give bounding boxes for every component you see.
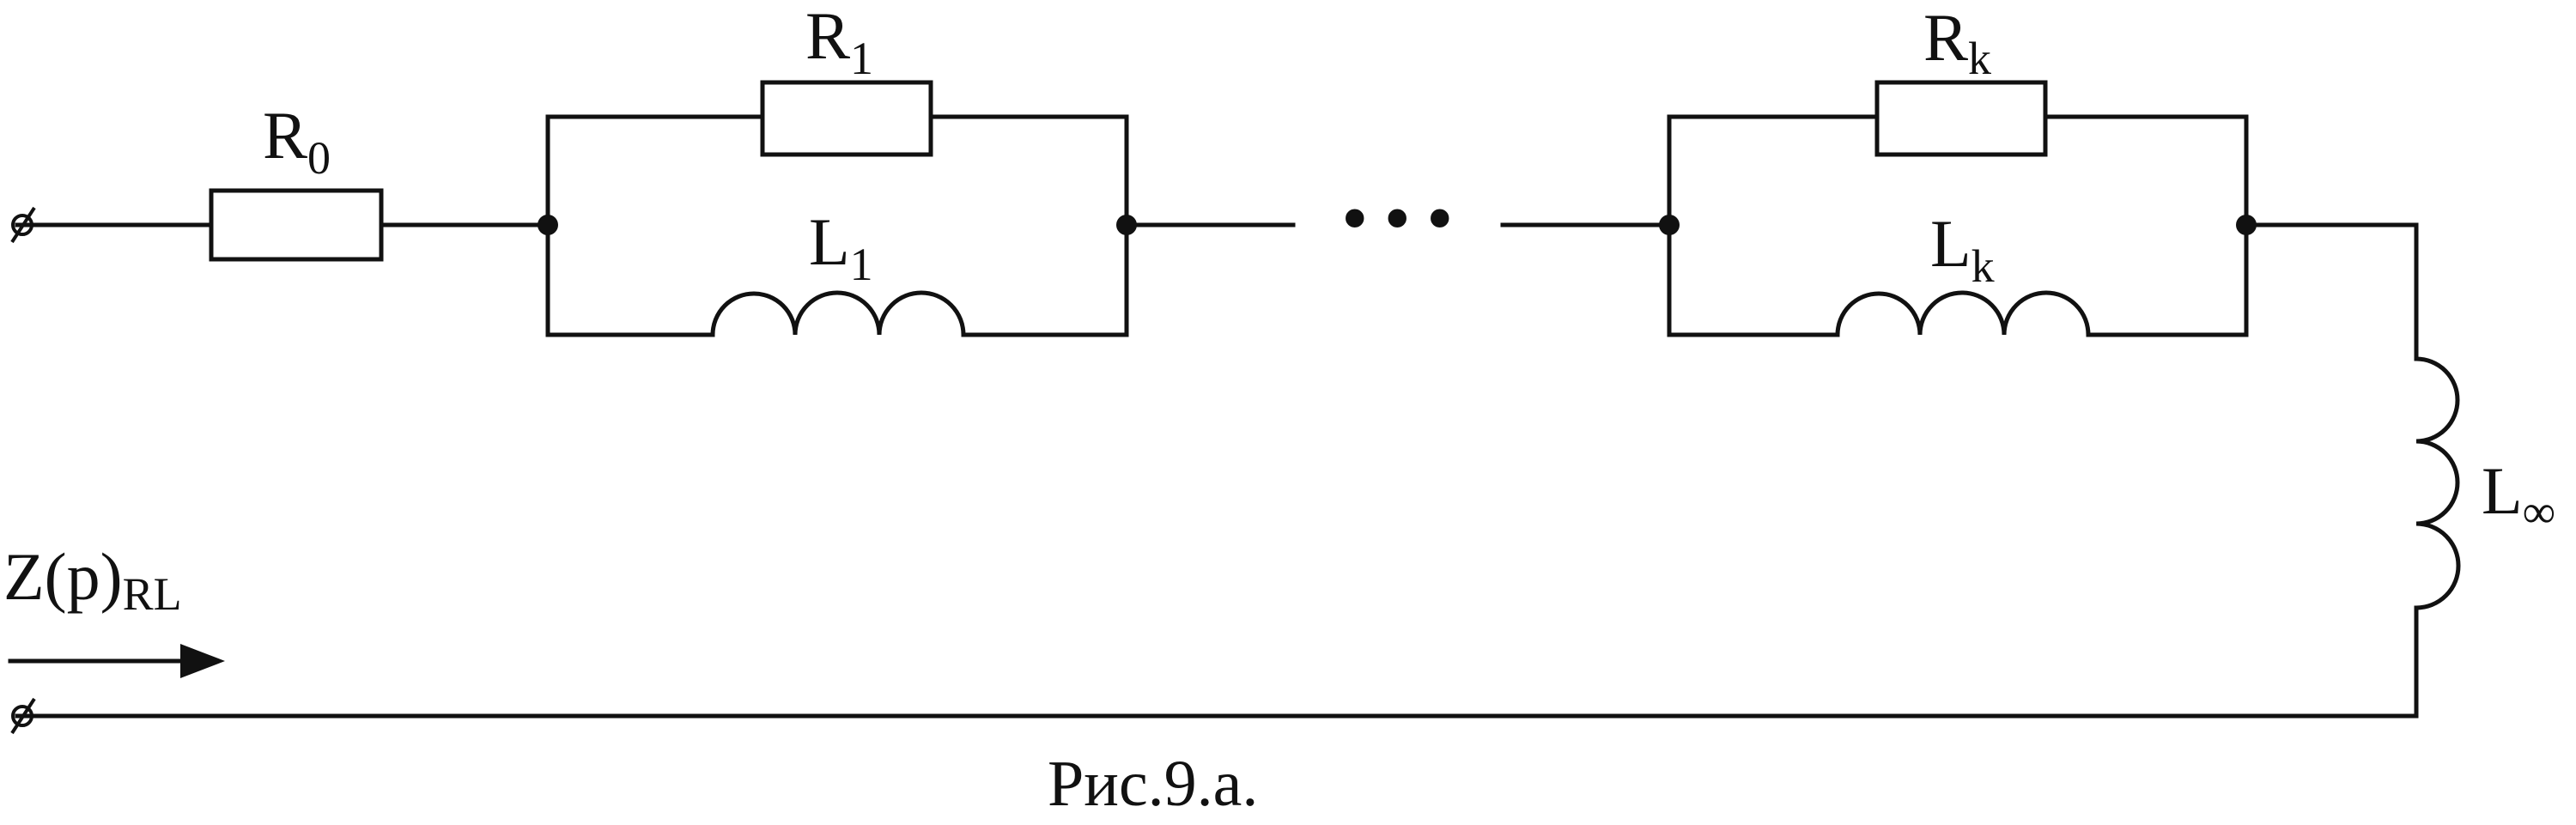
label-r1: R1 [805, 0, 873, 84]
figure-caption: Рис.9.а. [1048, 748, 1258, 820]
label-impedance: Z(p)RL [3, 539, 182, 620]
impedance-arrow-head [180, 644, 225, 678]
terminal-top [10, 206, 36, 244]
ellipsis: ••• [1341, 176, 1469, 261]
junction-node-3 [1659, 215, 1680, 235]
inductor-linf [2414, 356, 2461, 610]
resistor-rk [1874, 80, 2048, 157]
resistor-r1 [760, 80, 933, 157]
inductor-l1 [710, 290, 966, 337]
label-lk: Lk [1930, 206, 1995, 292]
label-r0: R0 [263, 98, 331, 184]
resistor-r0 [209, 188, 384, 262]
inductor-lk [1835, 290, 2091, 337]
label-linf: L∞ [2482, 453, 2555, 537]
label-l1: L1 [809, 204, 873, 290]
junction-node-1 [538, 215, 558, 235]
terminal-bottom [10, 697, 36, 735]
label-rk: Rk [1923, 0, 1991, 84]
